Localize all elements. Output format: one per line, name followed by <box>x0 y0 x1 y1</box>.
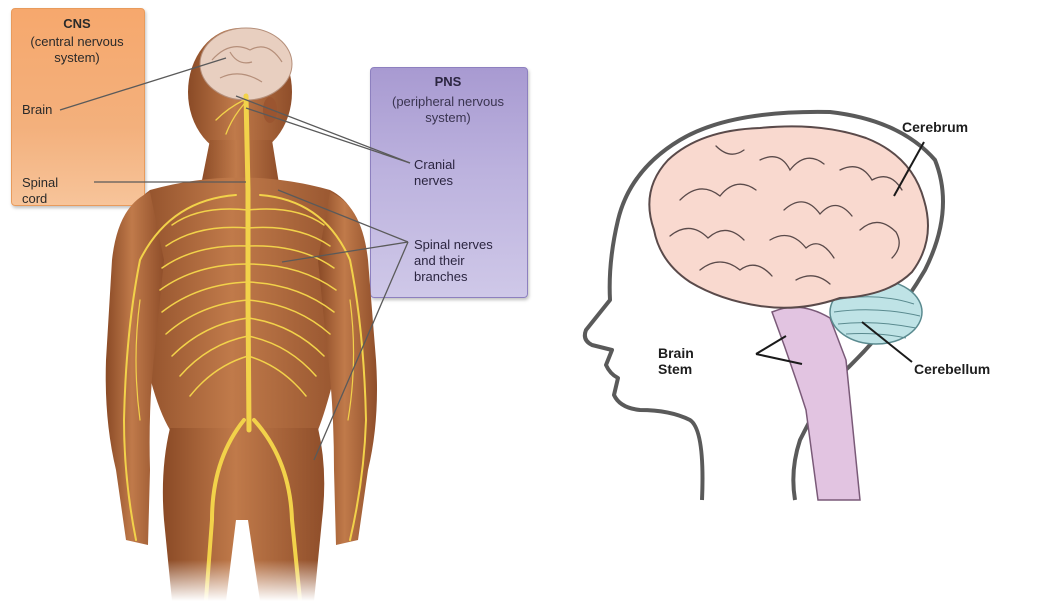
brain-stem-label: Brain Stem <box>658 345 694 377</box>
cerebrum-shape <box>649 126 928 307</box>
cerebrum-label: Cerebrum <box>902 119 968 135</box>
cerebellum-label: Cerebellum <box>914 361 990 377</box>
